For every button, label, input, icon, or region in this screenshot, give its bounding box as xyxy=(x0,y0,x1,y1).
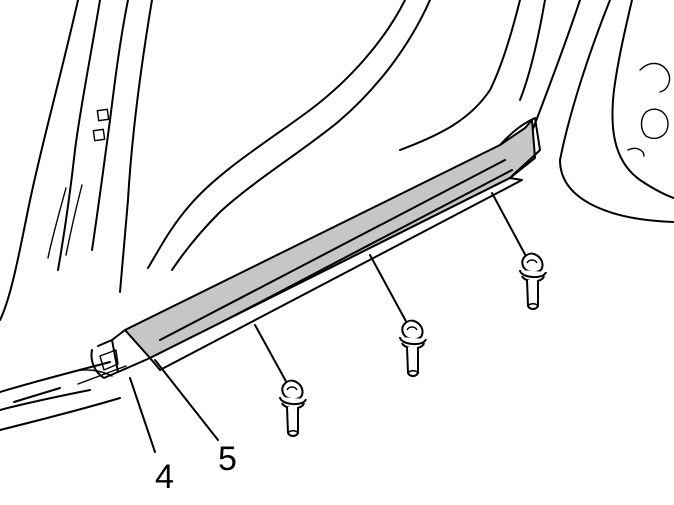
push-clip-fastener-icon xyxy=(279,379,307,437)
push-clips xyxy=(279,252,547,437)
callout-4: 4 xyxy=(155,458,174,496)
callout-4-leader xyxy=(129,377,156,453)
callout-5: 5 xyxy=(218,440,237,478)
callout-leaders xyxy=(129,359,219,453)
leader-clip-3 xyxy=(491,192,529,261)
car-body-outline xyxy=(0,0,674,431)
moulding-top-face xyxy=(124,119,536,359)
push-clip-fastener-icon xyxy=(399,319,427,377)
push-clip-fastener-icon xyxy=(519,252,547,310)
moulding-front-face xyxy=(149,177,523,371)
sill-moulding-panel xyxy=(71,117,541,385)
leader-clip-2 xyxy=(369,254,409,326)
callout-5-leader xyxy=(154,359,219,441)
clip-leader-lines xyxy=(254,192,529,386)
leader-clip-1 xyxy=(254,324,289,386)
